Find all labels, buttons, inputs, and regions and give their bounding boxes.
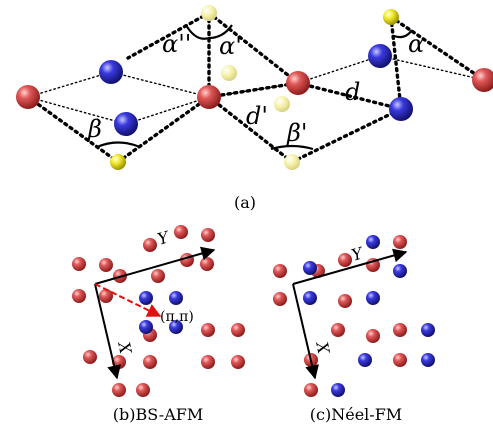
blue-atom (368, 44, 392, 68)
q-vector-label: (π,π) (160, 309, 194, 325)
yellow-atom (383, 9, 399, 25)
red-atom (273, 264, 287, 278)
blue-atom (393, 264, 407, 278)
axis-y-label: Y (155, 227, 172, 249)
red-atom (201, 228, 215, 242)
axis-x-arrow (94, 283, 121, 380)
label-beta-prime: β' (286, 119, 307, 147)
red-atom (366, 329, 380, 343)
angle-arc-beta-prime (270, 144, 314, 151)
red-atom (72, 289, 86, 303)
axis-y-label: Y (349, 243, 366, 265)
blue-atom (303, 291, 317, 305)
blue-atom (139, 320, 153, 334)
axis-x-arrow (292, 283, 319, 380)
label-beta: β (87, 115, 102, 143)
panel-c: Y X (c)Néel-FM (273, 235, 435, 424)
blue-atom (389, 97, 413, 121)
red-atom (151, 269, 165, 283)
yellow-atom (274, 96, 290, 112)
red-atom (16, 85, 40, 109)
thick-dotted-bonds (26, 11, 486, 164)
red-atom (286, 71, 310, 95)
blue-atom (169, 291, 183, 305)
blue-atom (358, 353, 372, 367)
blue-atom (421, 323, 435, 337)
red-atom (331, 323, 345, 337)
red-atom (231, 355, 245, 369)
angle-arc-alpha-p-left (208, 24, 233, 40)
blue-atom (303, 261, 317, 275)
red-atom (201, 355, 215, 369)
yellow-atom (110, 154, 126, 170)
red-atom (338, 294, 352, 308)
red-atom (174, 225, 188, 239)
yellow-atom (284, 154, 300, 170)
yellow-atom (221, 65, 237, 81)
red-atom (393, 235, 407, 249)
blue-atom (331, 383, 345, 397)
blue-atom (99, 60, 123, 84)
red-atom (273, 292, 287, 306)
red-atom (200, 257, 214, 271)
panel-a: α'' α' α d' d β β' (a) (16, 5, 493, 212)
red-atom (136, 383, 150, 397)
red-atom (143, 355, 157, 369)
blue-atom (114, 112, 138, 136)
caption-c: (c)Néel-FM (310, 405, 402, 424)
red-atom (83, 350, 97, 364)
blue-atom (169, 320, 183, 334)
axis-x-label: X (114, 338, 135, 356)
label-alpha-dd: α'' (162, 30, 191, 58)
red-atom (197, 85, 221, 109)
angle-arcs (96, 24, 413, 151)
axis-y-arrow (292, 248, 408, 285)
red-atom (112, 383, 126, 397)
red-atom (472, 68, 493, 92)
red-atom (231, 323, 245, 337)
red-atom (338, 253, 352, 267)
blue-atom (421, 353, 435, 367)
label-d: d (345, 78, 360, 106)
red-atom (201, 323, 215, 337)
red-atom (72, 257, 86, 271)
panel-b: Y X (π,π) (b)BS-AFM (72, 225, 245, 424)
yellow-atom (201, 5, 217, 21)
red-atom (99, 258, 113, 272)
red-atom (304, 383, 318, 397)
blue-atom (366, 235, 380, 249)
red-atom (393, 353, 407, 367)
atoms-panel-a (16, 5, 493, 170)
label-d-prime: d' (246, 102, 268, 130)
label-alpha-p-left: α' (219, 32, 242, 60)
caption-a: (a) (234, 193, 256, 212)
q-vector-arrow (94, 283, 162, 317)
red-atom (393, 323, 407, 337)
blue-atom (366, 291, 380, 305)
axis-x-label: X (312, 338, 333, 356)
angle-arc-alpha-dd (185, 24, 210, 40)
angle-arc-beta (96, 141, 141, 149)
label-alpha-right: α (408, 30, 424, 58)
atoms-panel-b (72, 225, 245, 397)
caption-b: (b)BS-AFM (113, 405, 203, 424)
angle-arc-alpha-right (393, 29, 413, 39)
red-atom (99, 289, 113, 303)
blue-atom (139, 291, 153, 305)
axis-y-arrow (94, 246, 216, 285)
red-atom (143, 238, 157, 252)
